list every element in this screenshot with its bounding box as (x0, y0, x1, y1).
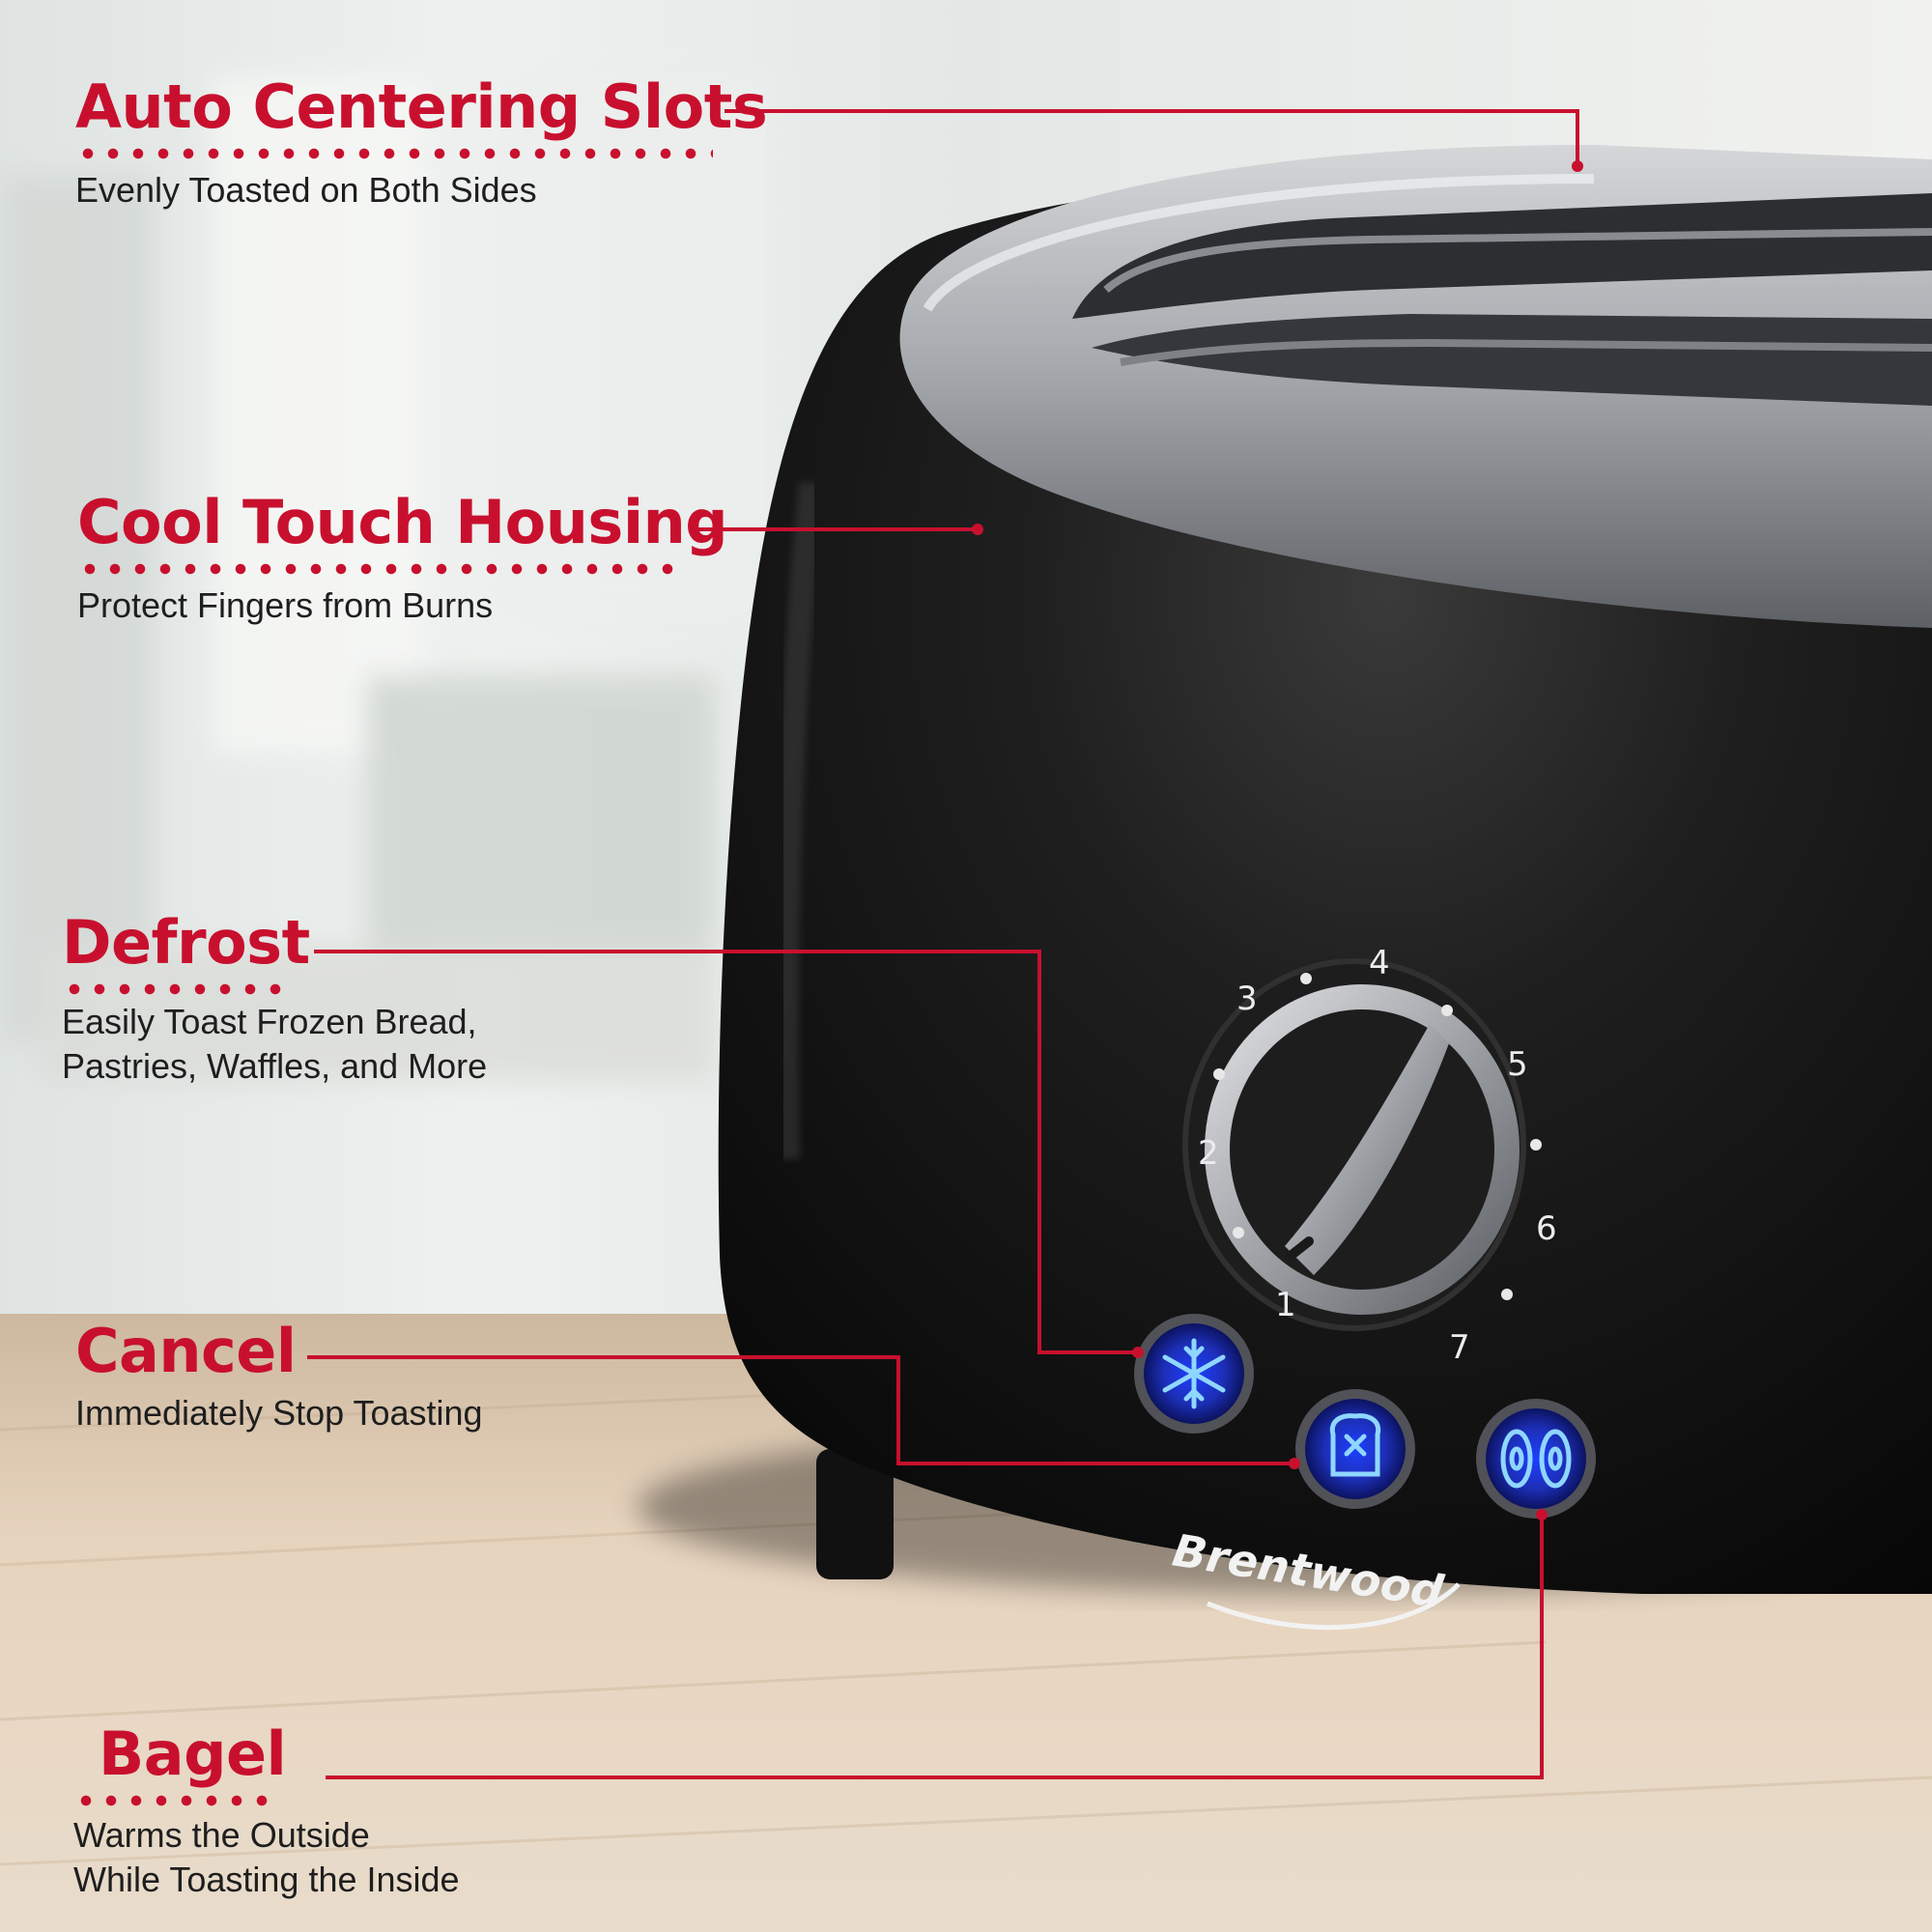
dial-knob[interactable] (1205, 984, 1520, 1315)
bread-slots (1072, 193, 1932, 406)
dial-number-6: 6 (1536, 1209, 1557, 1248)
callout-lines (307, 109, 1579, 1779)
callout-line-auto-centering (724, 109, 1579, 166)
callout-line-bagel (326, 1517, 1544, 1779)
bagel-button[interactable] (1476, 1399, 1596, 1519)
toaster-foot (816, 1449, 894, 1579)
feature-title: Cool Touch Housing (77, 487, 728, 557)
cancel-toast-icon (1329, 1413, 1381, 1477)
feature-title: Bagel (99, 1719, 287, 1789)
feature-cool-touch-housing: Cool Touch Housing Protect Fingers from … (77, 487, 728, 628)
feature-subtitle: Immediately Stop Toasting (75, 1393, 483, 1433)
dial-number-3: 3 (1236, 980, 1258, 1018)
cancel-button[interactable] (1295, 1389, 1415, 1509)
feature-subtitle-line-2: Pastries, Waffles, and More (62, 1046, 488, 1086)
title-underline-dots (75, 147, 713, 160)
feature-auto-centering-slots: Auto Centering Slots Evenly Toasted on B… (75, 71, 768, 213)
feature-bagel: Bagel Warms the Outside While Toasting t… (73, 1719, 460, 1902)
dial-number-2: 2 (1198, 1134, 1219, 1173)
feature-title: Defrost (62, 907, 310, 978)
callout-line-defrost (314, 950, 1136, 1354)
dial-number-7: 7 (1449, 1328, 1470, 1367)
bagel-icon (1500, 1429, 1572, 1489)
feature-title: Auto Centering Slots (75, 71, 768, 142)
callout-line-cancel (307, 1355, 1293, 1465)
feature-defrost: Defrost Easily Toast Frozen Bread, Pastr… (62, 913, 487, 1089)
title-underline-dots (73, 1794, 276, 1807)
feature-subtitle-line-1: Warms the Outside (73, 1815, 370, 1855)
dial-number-5: 5 (1507, 1045, 1528, 1084)
feature-subtitle-line-1: Easily Toast Frozen Bread, (62, 1002, 477, 1041)
title-underline-dots (77, 562, 676, 576)
defrost-button[interactable] (1134, 1314, 1254, 1434)
feature-title: Cancel (75, 1316, 297, 1386)
browning-dial[interactable]: 1 2 3 4 5 6 7 (1182, 944, 1557, 1367)
snowflake-icon (1162, 1338, 1226, 1409)
feature-subtitle: Evenly Toasted on Both Sides (75, 170, 537, 210)
feature-subtitle-line-2: While Toasting the Inside (73, 1860, 460, 1899)
feature-cancel: Cancel Immediately Stop Toasting (75, 1321, 483, 1435)
title-underline-dots (62, 982, 286, 996)
dial-number-1: 1 (1275, 1286, 1296, 1324)
dial-number-4: 4 (1369, 944, 1390, 982)
feature-subtitle: Protect Fingers from Burns (77, 585, 494, 625)
